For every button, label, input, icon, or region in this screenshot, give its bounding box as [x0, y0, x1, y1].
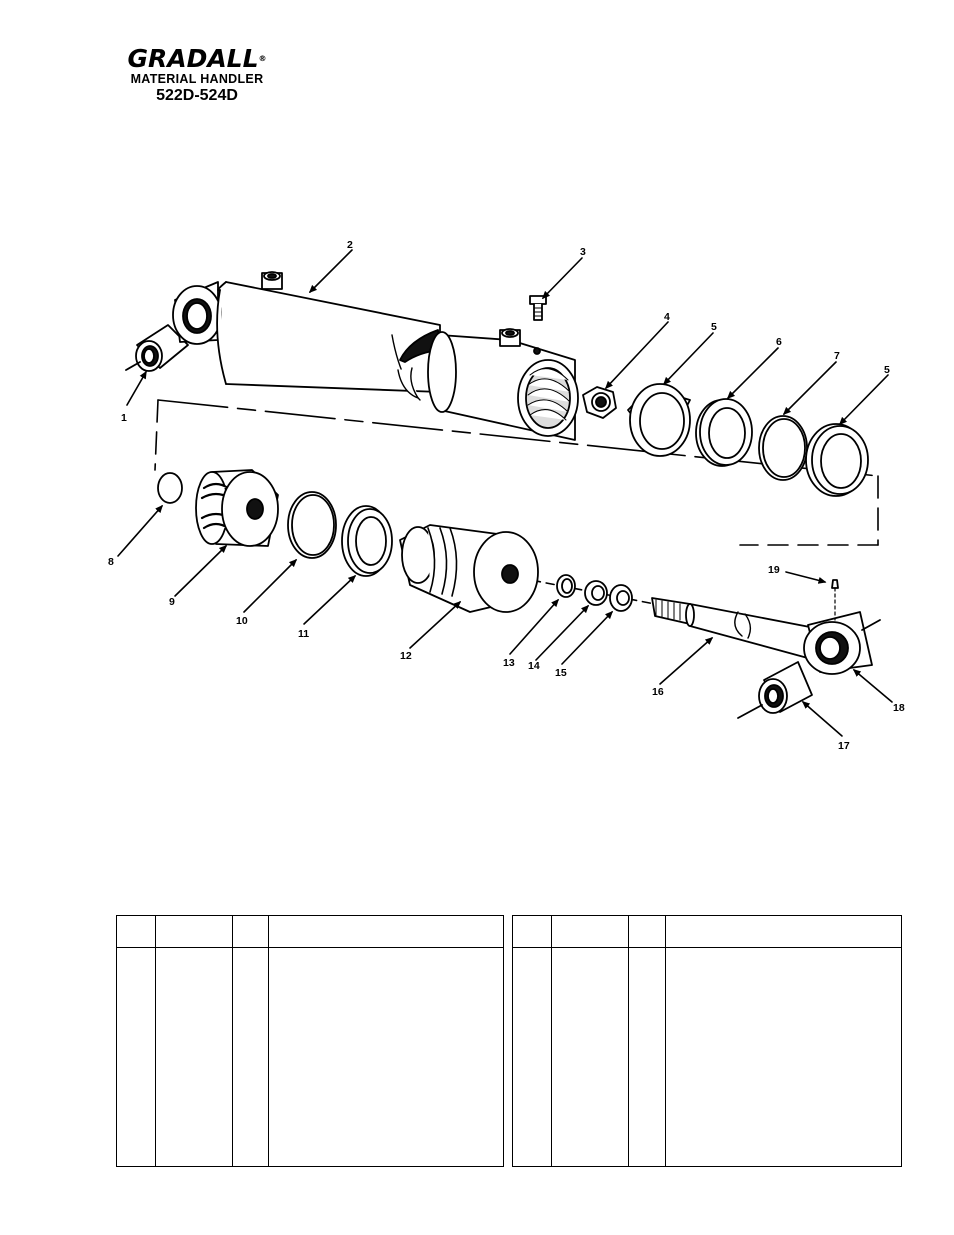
callout-3: 3	[580, 246, 586, 258]
part-5-wear-ring	[627, 383, 691, 457]
part-6-seal	[695, 398, 753, 467]
part-4-nut	[582, 386, 617, 419]
part-14-ring	[584, 580, 608, 606]
brand-name: GRADALL®	[127, 44, 267, 73]
part-1-bushing	[125, 324, 189, 372]
callout-12: 12	[400, 650, 412, 662]
column-divider	[551, 916, 552, 1166]
column-divider	[628, 916, 629, 1166]
column-divider	[232, 916, 233, 1166]
table-header	[117, 916, 503, 948]
brand-logo: GRADALL® MATERIAL HANDLER 522D-524D	[112, 46, 282, 104]
callout-1: 1	[121, 412, 127, 424]
callout-15: 15	[555, 667, 567, 679]
part-2-barrel	[172, 271, 579, 441]
callout-11: 11	[298, 628, 309, 640]
callout-16: 16	[652, 686, 664, 698]
part-17-bushing	[737, 661, 813, 719]
table-header	[513, 916, 901, 948]
callout-5a: 5	[711, 321, 717, 333]
part-19-grease-fitting	[831, 579, 839, 621]
callout-labels: 1 2 3 4 5 6 7 5 8 9 10 11 12 13 14 15 16…	[108, 239, 905, 752]
part-16-rod	[651, 597, 816, 661]
leader-arrows	[117, 249, 893, 737]
callout-8: 8	[108, 556, 114, 568]
part-13-ring	[556, 574, 576, 598]
part-15-ring	[609, 584, 633, 612]
callout-4: 4	[664, 311, 670, 323]
part-12-gland	[399, 524, 539, 613]
callout-7: 7	[834, 350, 840, 362]
callout-10: 10	[236, 615, 248, 627]
model-numbers: 522D-524D	[156, 87, 238, 104]
part-3-bolt	[529, 295, 547, 321]
part-8-plug	[157, 472, 183, 504]
part-11-backup-ring	[341, 505, 393, 577]
callout-9: 9	[169, 596, 175, 608]
column-divider	[268, 916, 269, 1166]
column-divider	[155, 916, 156, 1166]
part-7-o-ring	[758, 415, 808, 481]
assembly-centerline	[154, 399, 879, 606]
column-divider	[665, 916, 666, 1166]
callout-19: 19	[768, 564, 780, 576]
part-10-o-ring	[287, 491, 337, 559]
part-9-piston	[195, 469, 279, 547]
callout-5b: 5	[884, 364, 890, 376]
part-18-rod-eye	[803, 611, 881, 675]
callout-13: 13	[503, 657, 515, 669]
callout-2: 2	[347, 239, 353, 251]
product-name: MATERIAL HANDLER	[130, 72, 264, 86]
callout-6: 6	[776, 336, 782, 348]
parts-table-right	[512, 915, 902, 1167]
part-5b-wear-ring	[805, 423, 869, 497]
parts-table-left	[116, 915, 504, 1167]
registered-mark: ®	[258, 54, 267, 63]
callout-17: 17	[838, 740, 850, 752]
callout-18: 18	[893, 702, 905, 714]
callout-14: 14	[528, 660, 540, 672]
